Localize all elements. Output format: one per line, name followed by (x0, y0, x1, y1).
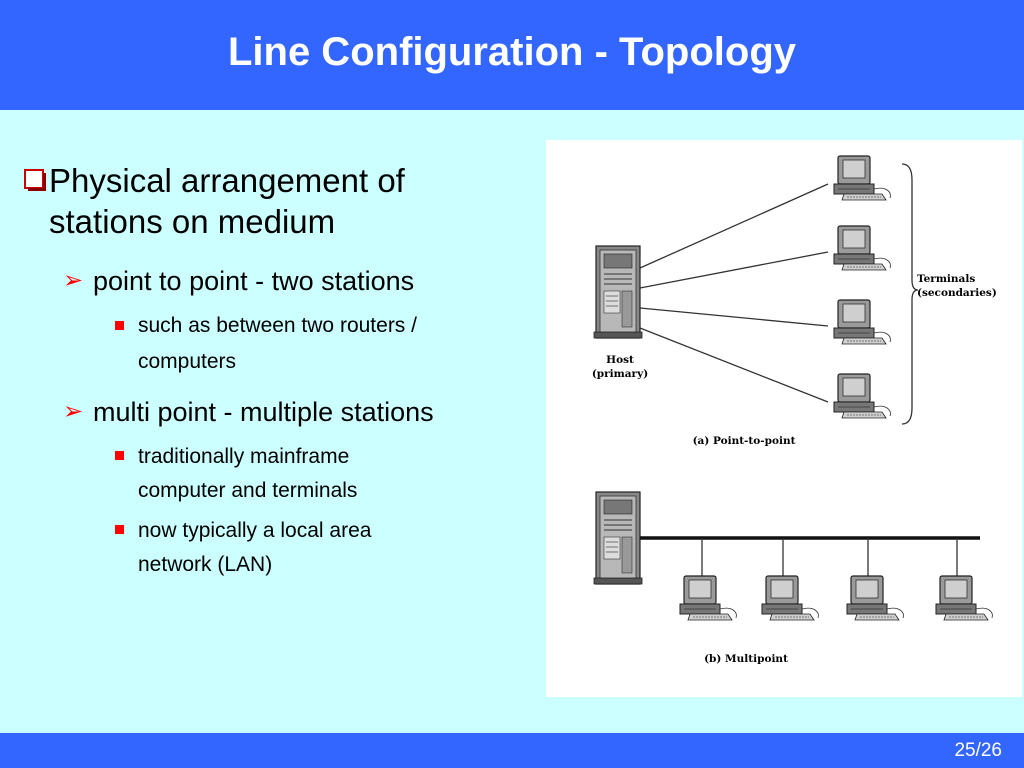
slide-title: Line Configuration - Topology (227, 29, 797, 74)
host-server-icon (593, 491, 643, 585)
terminals-sublabel: (secondaries) (917, 287, 997, 299)
point-to-point-caption: (a) Point-to-point (693, 435, 796, 447)
terminal-icon (761, 575, 819, 621)
host-sublabel: (primary) (592, 368, 648, 380)
footer-bar: 25/26 (0, 733, 1024, 768)
arrow-bullet-icon: ➢ (63, 398, 84, 425)
main-bullet: Physical arrangement of stations on medi… (10, 160, 530, 242)
page-number: 25/26 (954, 740, 1002, 761)
detail-bullet-line-1: such as between two routers / (138, 314, 417, 337)
hollow-square-bullet-icon (24, 169, 46, 191)
header-bar: Line Configuration - Topology (0, 0, 1024, 110)
terminal-icon (935, 575, 993, 621)
detail-bullet-line-2: computer and terminals (138, 479, 358, 502)
main-bullet-line-1: Physical arrangement of (49, 162, 405, 199)
slide-content: Physical arrangement of stations on medi… (0, 110, 540, 730)
detail-bullet-mainframe: traditionally mainframe computer and ter… (113, 440, 523, 508)
terminal-icon (833, 225, 891, 271)
square-bullet-icon (115, 321, 124, 330)
detail-bullet-line-2: computers (138, 350, 237, 373)
terminal-icon (833, 299, 891, 345)
detail-bullet-line-2: network (LAN) (138, 553, 273, 576)
terminal-icon (679, 575, 737, 621)
multipoint-caption: (b) Multipoint (704, 653, 788, 665)
terminal-icon (833, 373, 891, 419)
terminals-label: Terminals (917, 273, 975, 285)
detail-bullet-routers: such as between two routers / computers (113, 308, 523, 380)
point-to-point-diagram: Host (primary) Terminals (secondaries) (… (592, 155, 997, 447)
sub-bullet-label: multi point - multiple stations (93, 397, 434, 427)
host-server-icon (593, 245, 643, 339)
topology-figure: Host (primary) Terminals (secondaries) (… (546, 140, 1022, 697)
terminal-icon (833, 155, 891, 201)
terminals-brace (901, 163, 919, 425)
detail-bullet-lan: now typically a local area network (LAN) (113, 514, 523, 582)
host-label: Host (606, 354, 634, 366)
detail-bullet-line-1: now typically a local area (138, 519, 372, 542)
square-bullet-icon (115, 525, 124, 534)
detail-bullet-line-1: traditionally mainframe (138, 445, 350, 468)
topology-diagram: Host (primary) Terminals (secondaries) (… (592, 155, 997, 665)
sub-bullet-point-to-point: ➢ point to point - two stations (63, 264, 533, 298)
multipoint-diagram: (b) Multipoint (593, 491, 993, 665)
main-bullet-line-2: stations on medium (49, 203, 336, 240)
sub-bullet-multipoint: ➢ multi point - multiple stations (63, 395, 533, 429)
square-bullet-icon (115, 451, 124, 460)
sub-bullet-label: point to point - two stations (93, 266, 415, 296)
arrow-bullet-icon: ➢ (63, 267, 84, 294)
terminal-icon (846, 575, 904, 621)
